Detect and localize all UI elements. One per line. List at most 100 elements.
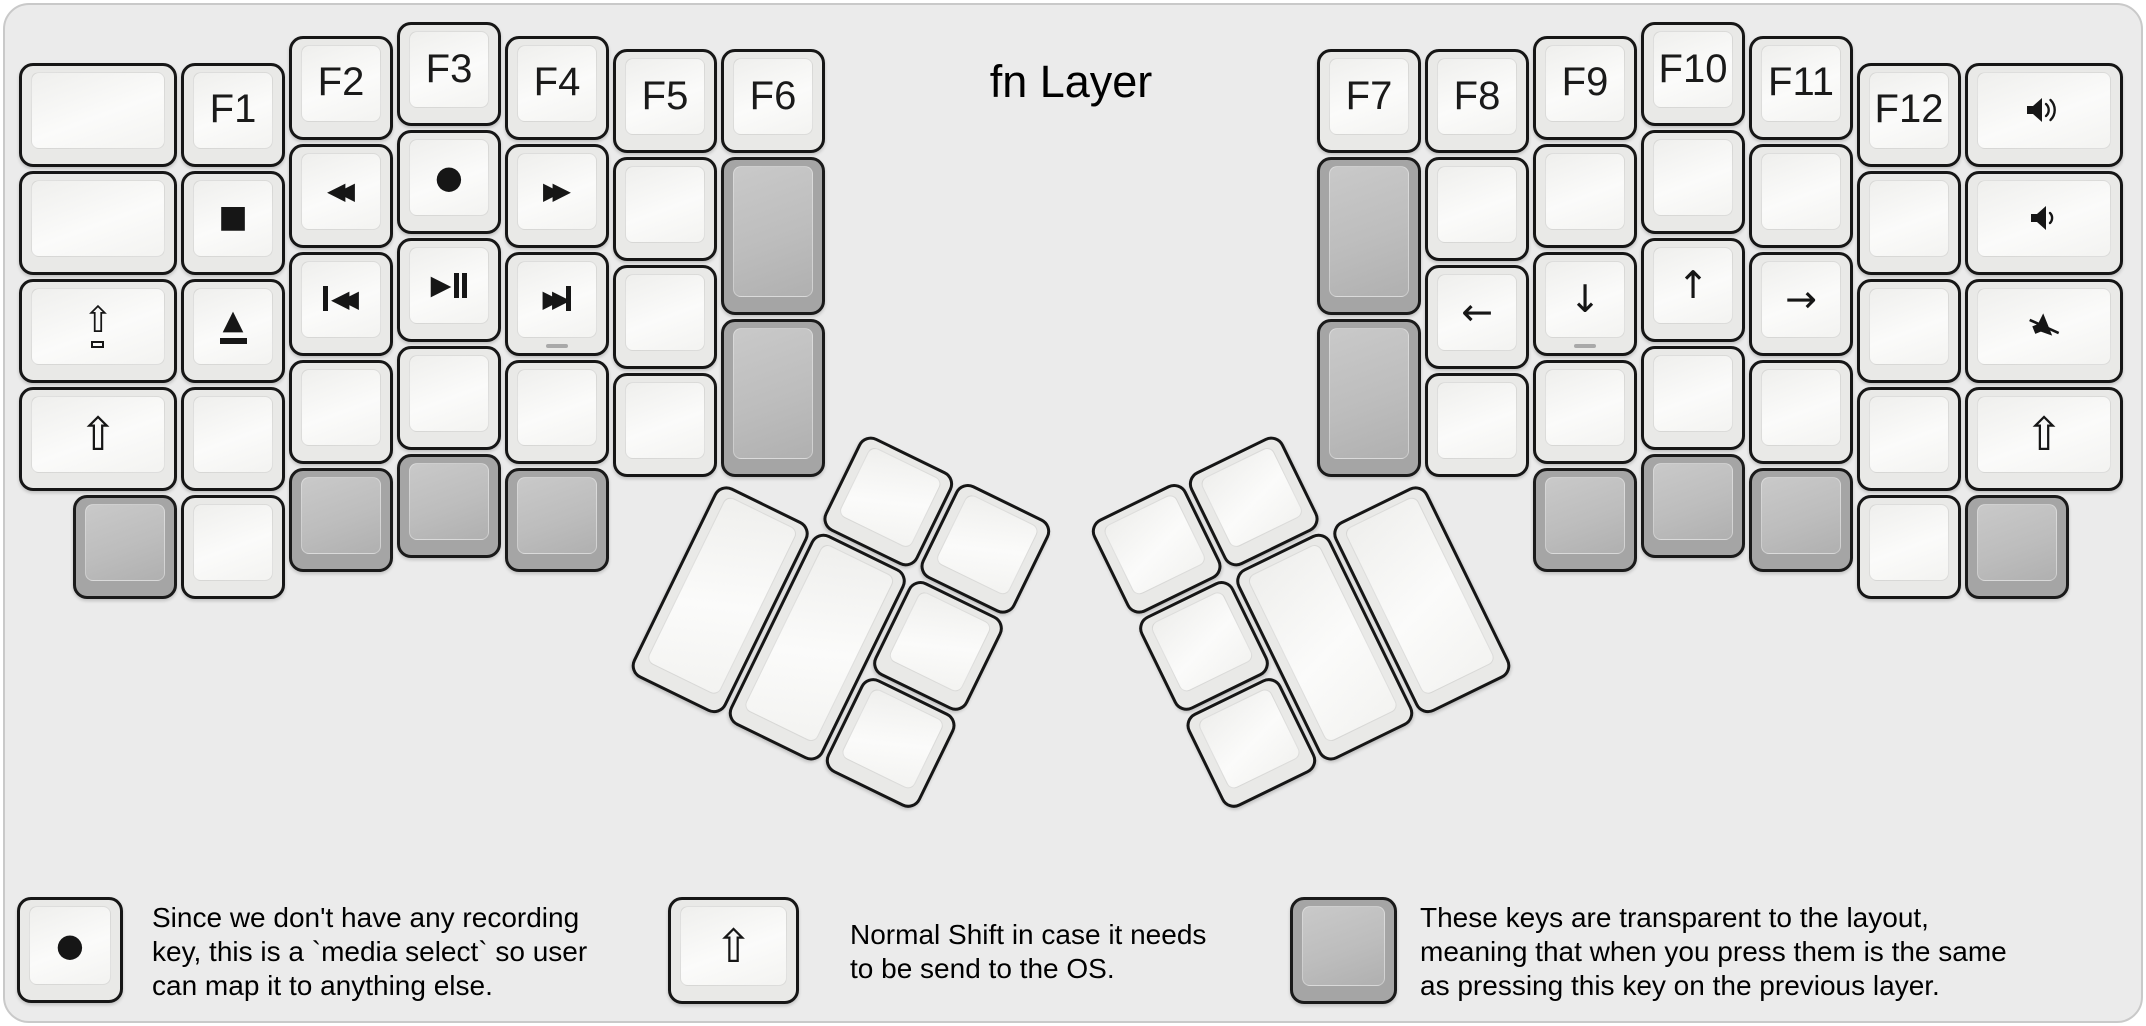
key-rewind[interactable]: ◀◀ (289, 143, 393, 248)
key-fast-forward[interactable]: ▶▶ (505, 143, 609, 248)
key-f12[interactable]: F12 (1857, 62, 1961, 167)
key-transparent[interactable] (721, 157, 825, 315)
keycap-top (1761, 476, 1841, 554)
keycap-top (1437, 58, 1517, 135)
key-blank[interactable] (397, 346, 501, 450)
key-blank[interactable] (1749, 143, 1853, 248)
key-prev-track[interactable]: ◀◀ (289, 251, 393, 356)
key-label: F10 (1658, 46, 1728, 91)
keycap-top (1545, 476, 1625, 554)
key-transparent[interactable] (1317, 319, 1421, 477)
play-pause-icon: ▶ (400, 241, 498, 329)
key-f4[interactable]: F4 (505, 35, 609, 140)
key-arrow-up[interactable]: ↑ (1641, 238, 1745, 342)
key-transparent[interactable] (1965, 494, 2069, 599)
keycap-top (1545, 368, 1625, 446)
key-record[interactable]: ● (397, 130, 501, 234)
key-arrow-left[interactable]: ← (1425, 265, 1529, 369)
key-transparent[interactable] (721, 319, 825, 477)
key-blank[interactable] (19, 170, 177, 275)
key-blank[interactable] (289, 359, 393, 464)
key-blank[interactable] (1641, 346, 1745, 450)
key-blank[interactable] (1857, 170, 1961, 275)
prev-track-icon: ◀◀ (292, 255, 390, 343)
key-blank[interactable] (181, 386, 285, 491)
key-blank[interactable] (613, 265, 717, 369)
key-blank[interactable] (19, 62, 177, 167)
keycap-top (625, 58, 705, 135)
key-transparent[interactable] (289, 467, 393, 572)
key-f6[interactable]: F6 (721, 49, 825, 153)
key-f9[interactable]: F9 (1533, 35, 1637, 140)
key-transparent[interactable] (1533, 467, 1637, 572)
key-blank[interactable] (1533, 359, 1637, 464)
key-transparent[interactable] (505, 467, 609, 572)
arrow-right-icon: → (1785, 276, 1817, 321)
key-blank[interactable] (1425, 373, 1529, 477)
key-blank[interactable] (613, 157, 717, 261)
keycap-top (1329, 58, 1409, 135)
key-transparent[interactable] (1317, 157, 1421, 315)
key-transparent[interactable] (73, 494, 177, 599)
key-f2[interactable]: F2 (289, 35, 393, 140)
key-blank[interactable] (613, 373, 717, 477)
keycap-top (1761, 152, 1841, 230)
keycap-top (409, 355, 489, 432)
keycap-top (1545, 260, 1625, 338)
rewind-icon: ◀◀ (327, 176, 355, 205)
key-blank[interactable] (505, 359, 609, 464)
key-caps[interactable]: ⇧ (19, 278, 177, 383)
keycap-top (29, 906, 111, 985)
legend-text-transparent-keys: These keys are transparent to the layout… (1420, 902, 2007, 1001)
key-shift-right[interactable]: ⇧ (1965, 386, 2123, 491)
key-f7[interactable]: F7 (1317, 49, 1421, 153)
keycap-top (1437, 382, 1517, 459)
keycap-top (409, 139, 489, 216)
key-blank[interactable] (1533, 143, 1637, 248)
key-transparent[interactable] (1749, 467, 1853, 572)
keycap-top (1653, 247, 1733, 324)
key-blank[interactable] (181, 494, 285, 599)
key-volume-up[interactable] (1965, 62, 2123, 167)
key-f8[interactable]: F8 (1425, 49, 1529, 153)
keycap-top (1869, 71, 1949, 149)
key-volume-down[interactable] (1965, 170, 2123, 275)
key-transparent[interactable] (397, 454, 501, 558)
keycap-top (409, 31, 489, 108)
key-f3[interactable]: F3 (397, 22, 501, 126)
key-stop[interactable]: ■ (181, 170, 285, 275)
key-blank[interactable] (1749, 359, 1853, 464)
key-mute[interactable] (1965, 278, 2123, 383)
key-blank[interactable] (1857, 278, 1961, 383)
keycap-top (1869, 179, 1949, 257)
keycap-top (517, 476, 597, 554)
keycap-top (193, 179, 273, 257)
keycap-top (1653, 139, 1733, 216)
keycap-top (837, 445, 944, 550)
key-transparent[interactable] (1641, 454, 1745, 558)
keycap-top (193, 395, 273, 473)
key-label: F2 (317, 60, 365, 104)
key-arrow-down[interactable]: ↓ (1533, 251, 1637, 356)
key-f5[interactable]: F5 (613, 49, 717, 153)
key-f11[interactable]: F11 (1749, 35, 1853, 140)
key-label: F5 (641, 73, 689, 118)
key-f10[interactable]: F10 (1641, 22, 1745, 126)
key-play-pause[interactable]: ▶ (397, 238, 501, 342)
key-shift-left[interactable]: ⇧ (19, 386, 177, 491)
shift-icon: ⇧ (2024, 406, 2064, 461)
key-f1[interactable]: F1 (181, 62, 285, 167)
key-blank[interactable] (1425, 157, 1529, 261)
key-label: F12 (1874, 87, 1944, 131)
key-blank[interactable] (1641, 130, 1745, 234)
keycap-top (31, 179, 165, 257)
keycap-top (193, 503, 273, 581)
key-blank[interactable] (1857, 494, 1961, 599)
keycap-top (1761, 260, 1841, 338)
key-arrow-right[interactable]: → (1749, 251, 1853, 356)
keycap-top (733, 328, 813, 459)
eject-icon: ▲ (184, 282, 282, 370)
key-eject[interactable]: ▲ (181, 278, 285, 383)
key-next-track[interactable]: ▶▶ (505, 251, 609, 356)
key-blank[interactable] (1857, 386, 1961, 491)
